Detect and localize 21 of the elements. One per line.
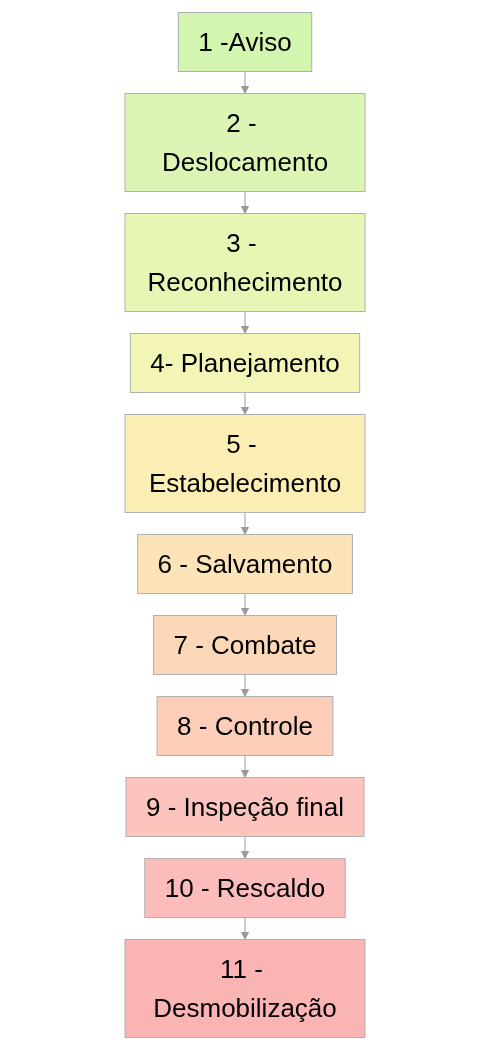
arrow bbox=[240, 755, 249, 778]
arrow bbox=[240, 71, 249, 94]
node-box: 4- Planejamento bbox=[129, 333, 360, 393]
arrow bbox=[240, 836, 249, 859]
node-box: 2 - Deslocamento bbox=[124, 93, 365, 192]
arrow bbox=[240, 917, 249, 940]
node-box: 9 - Inspeção final bbox=[125, 777, 364, 837]
arrow bbox=[240, 392, 249, 415]
node-box: 8 - Controle bbox=[156, 696, 333, 756]
arrow bbox=[240, 593, 249, 616]
arrow bbox=[240, 674, 249, 697]
node-box: 7 - Combate bbox=[152, 615, 337, 675]
node-box: 5 - Estabelecimento bbox=[124, 414, 365, 513]
arrow bbox=[240, 191, 249, 214]
node-box: 6 - Salvamento bbox=[136, 534, 353, 594]
node-box: 3 - Reconhecimento bbox=[124, 213, 365, 312]
node-box: 10 - Rescaldo bbox=[143, 858, 346, 918]
node-box: 1 -Aviso bbox=[177, 12, 312, 72]
arrow bbox=[240, 512, 249, 535]
arrow bbox=[240, 311, 249, 334]
node-box: 11 - Desmobilização bbox=[124, 939, 365, 1038]
